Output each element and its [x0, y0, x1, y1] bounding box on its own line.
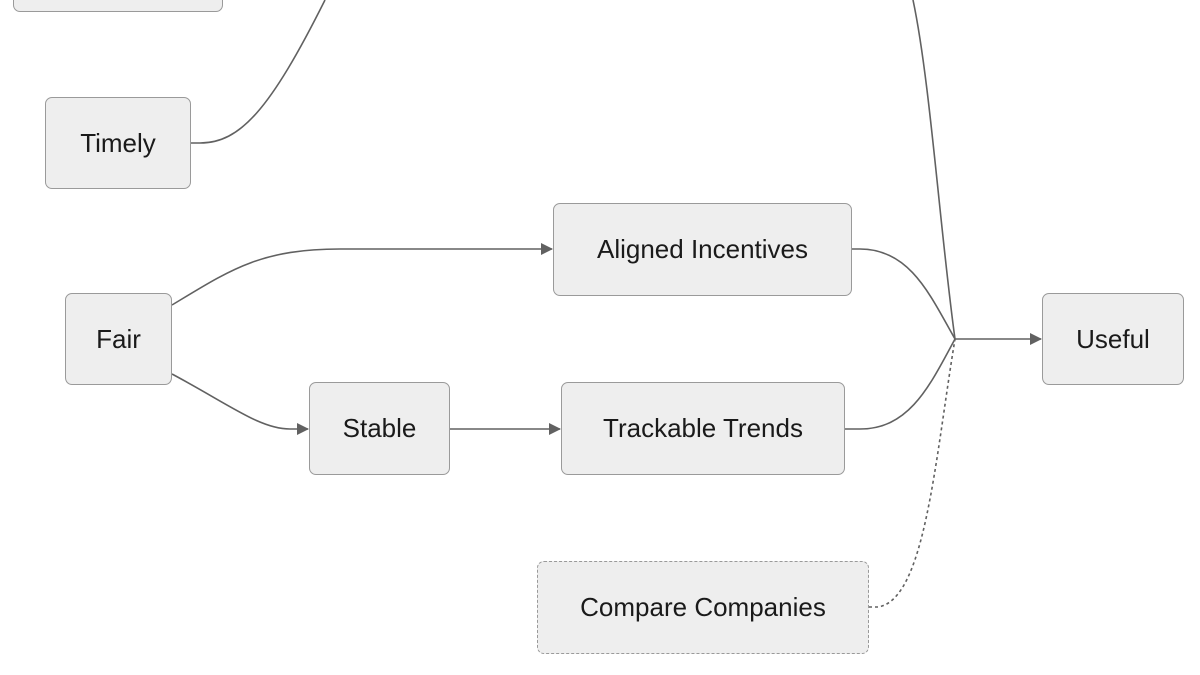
edge-top-to-merge: [912, 0, 956, 340]
node-aligned-incentives-label: Aligned Incentives: [596, 234, 809, 264]
node-compare-companies-label: Compare Companies: [580, 592, 826, 622]
node-aligned-incentives[interactable]: Aligned Incentives: [553, 203, 852, 296]
edge-trackable-trends-to-merge: [845, 338, 956, 430]
node-fair-label: Fair: [96, 323, 141, 354]
node-timely-label: Timely: [80, 127, 156, 158]
node-stable-label: Stable: [342, 413, 417, 443]
edge-compare-companies-to-merge: [869, 338, 956, 608]
edge-fair-to-stable: [171, 373, 309, 435]
node-compare-companies[interactable]: Compare Companies: [537, 561, 869, 654]
node-useful[interactable]: Useful: [1042, 293, 1184, 385]
node-stable[interactable]: Stable: [309, 382, 450, 475]
edge-timely-up: [191, 0, 326, 144]
node-top-partial[interactable]: [13, 0, 223, 12]
edge-fair-to-aligned-incentives: [171, 243, 553, 306]
edge-aligned-incentives-to-merge: [852, 248, 956, 340]
node-fair[interactable]: Fair: [65, 293, 172, 385]
node-useful-label: Useful: [1076, 323, 1150, 354]
node-trackable-trends[interactable]: Trackable Trends: [561, 382, 845, 475]
node-trackable-trends-label: Trackable Trends: [603, 413, 803, 443]
node-timely[interactable]: Timely: [45, 97, 191, 189]
